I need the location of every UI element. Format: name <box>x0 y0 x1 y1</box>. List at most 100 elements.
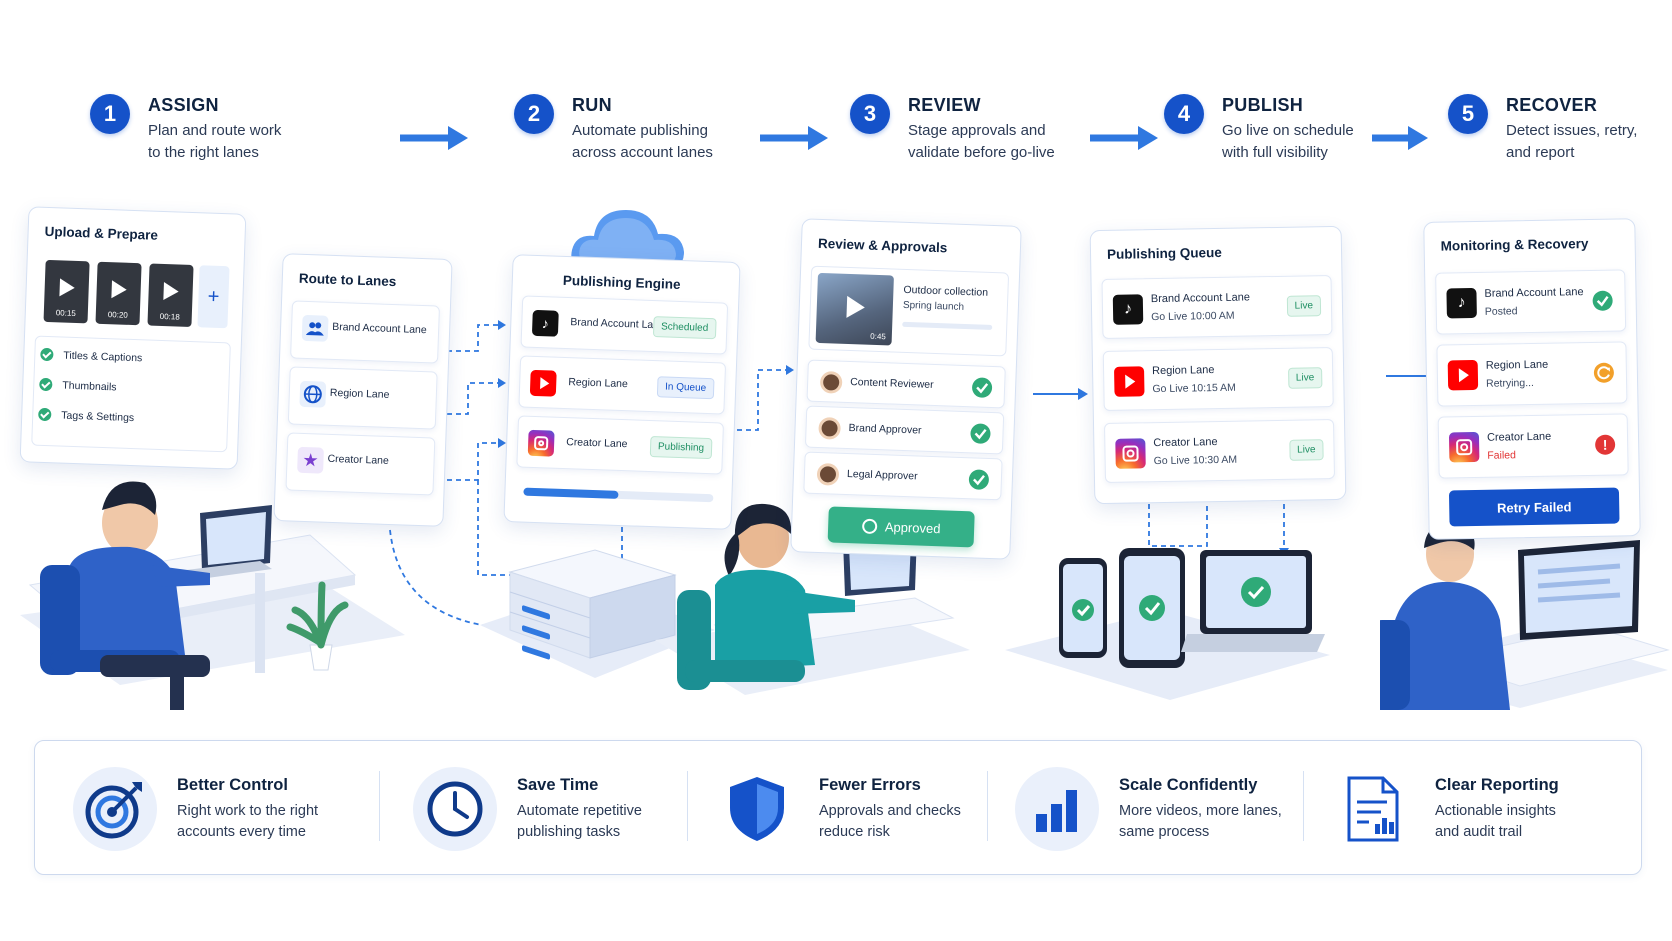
benefit-title: Scale Confidently <box>1119 775 1258 794</box>
publishing-engine-card: Publishing Engine ♪ Brand Account Lane S… <box>503 254 741 530</box>
video-duration: 00:20 <box>107 310 128 320</box>
play-icon <box>59 278 76 297</box>
users-icon <box>301 314 329 342</box>
error-icon: ! <box>1594 434 1616 455</box>
monitoring-person-illustration <box>1380 523 1670 710</box>
step-title: RECOVER <box>1506 95 1598 115</box>
card-title: Review & Approvals <box>817 235 948 256</box>
benefit-scale-confidently: Scale Confidently More videos, more lane… <box>1015 767 1282 851</box>
target-icon <box>73 767 157 851</box>
approved-check-icon <box>970 423 991 444</box>
step-number: 1 <box>90 94 130 134</box>
card-title: Publishing Queue <box>1106 244 1222 262</box>
queue-row[interactable]: Region Lane Go Live 10:15 AM Live <box>1102 346 1334 412</box>
shield-icon <box>715 767 799 851</box>
lane-status-text: Posted <box>1484 305 1518 318</box>
lane-label: Region Lane <box>1151 364 1215 378</box>
check-icon <box>38 407 52 422</box>
cloud-icon <box>571 210 684 270</box>
retry-failed-button[interactable]: Retry Failed <box>1448 487 1620 527</box>
video-duration: 00:18 <box>159 311 180 322</box>
approver-row[interactable]: Legal Approver <box>803 451 1003 501</box>
step-number: 4 <box>1164 94 1204 134</box>
approver-label: Legal Approver <box>846 467 918 483</box>
card-title: Route to Lanes <box>298 270 397 290</box>
queue-row[interactable]: Creator Lane Go Live 10:30 AM Live <box>1103 418 1336 483</box>
tiktok-icon: ♪ <box>1112 294 1144 325</box>
approved-button[interactable]: Approved <box>827 506 975 548</box>
status-badge: In Queue <box>656 376 715 400</box>
route-to-lanes-card: Route to Lanes Brand Account Lane Region… <box>273 253 453 527</box>
preview-thumbnail: 0:45 <box>815 272 894 346</box>
approver-label: Brand Approver <box>848 422 922 437</box>
benefit-title: Save Time <box>517 775 599 794</box>
preview-placeholder-line <box>902 321 993 330</box>
preview-subtitle: Spring launch <box>902 299 965 313</box>
video-duration: 0:45 <box>870 331 886 342</box>
status-badge: Publishing <box>649 436 713 460</box>
go-live-time: Go Live 10:00 AM <box>1151 309 1235 324</box>
review-approvals-card: Review & Approvals 0:45 Outdoor collecti… <box>790 218 1022 560</box>
lane-row[interactable]: Region Lane <box>287 366 438 430</box>
monitor-row[interactable]: Region Lane Retrying... <box>1436 341 1628 407</box>
upload-prepare-card: Upload & Prepare 00:15 00:20 00:18 + Tit… <box>19 206 247 470</box>
server-illustration <box>480 549 715 678</box>
progress-fill <box>523 487 619 499</box>
person-at-desk-illustration <box>20 481 405 710</box>
lane-label: Creator Lane <box>1486 430 1552 444</box>
report-icon <box>1331 767 1415 851</box>
flow-arrow-icon <box>760 126 828 150</box>
check-icon <box>39 377 53 392</box>
engine-row[interactable]: Region Lane In Queue <box>518 355 727 415</box>
star-icon: ★ <box>297 446 324 474</box>
monitoring-recovery-card: Monitoring & Recovery ♪ Brand Account La… <box>1423 218 1641 540</box>
flow-arrow-icon <box>1090 126 1158 150</box>
video-thumbnail[interactable]: 00:20 <box>95 261 142 326</box>
bar-chart-icon <box>1015 767 1099 851</box>
queue-row[interactable]: ♪ Brand Account Lane Go Live 10:00 AM Li… <box>1101 275 1333 340</box>
instagram-icon <box>527 429 555 457</box>
live-badge: Live <box>1286 295 1322 317</box>
video-thumbnail[interactable]: 00:18 <box>147 263 194 328</box>
live-badge: Live <box>1288 439 1324 461</box>
live-badge: Live <box>1287 367 1323 389</box>
play-icon <box>111 280 127 299</box>
approver-row[interactable]: Brand Approver <box>804 405 1005 455</box>
youtube-icon <box>1447 359 1479 391</box>
lane-label: Region Lane <box>1485 358 1549 372</box>
engine-row[interactable]: Creator Lane Publishing <box>516 415 724 475</box>
instagram-icon <box>1115 438 1146 469</box>
preview-title: Outdoor collection <box>903 283 989 299</box>
approved-check-icon <box>971 377 993 398</box>
lane-row[interactable]: ★ Creator Lane <box>285 432 436 496</box>
monitor-row[interactable]: Creator Lane Failed ! <box>1437 413 1629 479</box>
engine-row[interactable]: ♪ Brand Account Lane Scheduled <box>520 295 729 355</box>
lane-row[interactable]: Brand Account Lane <box>290 300 440 364</box>
go-live-time: Go Live 10:30 AM <box>1153 453 1238 468</box>
play-icon <box>846 295 866 319</box>
card-title: Publishing Engine <box>562 272 681 292</box>
video-thumbnail[interactable]: 00:15 <box>43 259 90 324</box>
benefit-title: Clear Reporting <box>1435 775 1559 794</box>
publishing-queue-card: Publishing Queue ♪ Brand Account Lane Go… <box>1089 225 1347 505</box>
checklist-item: Thumbnails <box>39 377 117 394</box>
video-preview[interactable]: 0:45 Outdoor collection Spring launch <box>808 265 1010 357</box>
add-video-button[interactable]: + <box>197 265 230 329</box>
benefit-title: Fewer Errors <box>819 775 921 794</box>
benefit-divider <box>687 771 688 841</box>
status-badge: Scheduled <box>652 316 717 340</box>
benefit-divider <box>379 771 380 841</box>
monitor-row[interactable]: ♪ Brand Account Lane Posted <box>1435 269 1627 335</box>
approver-row[interactable]: Content Reviewer <box>806 359 1006 409</box>
